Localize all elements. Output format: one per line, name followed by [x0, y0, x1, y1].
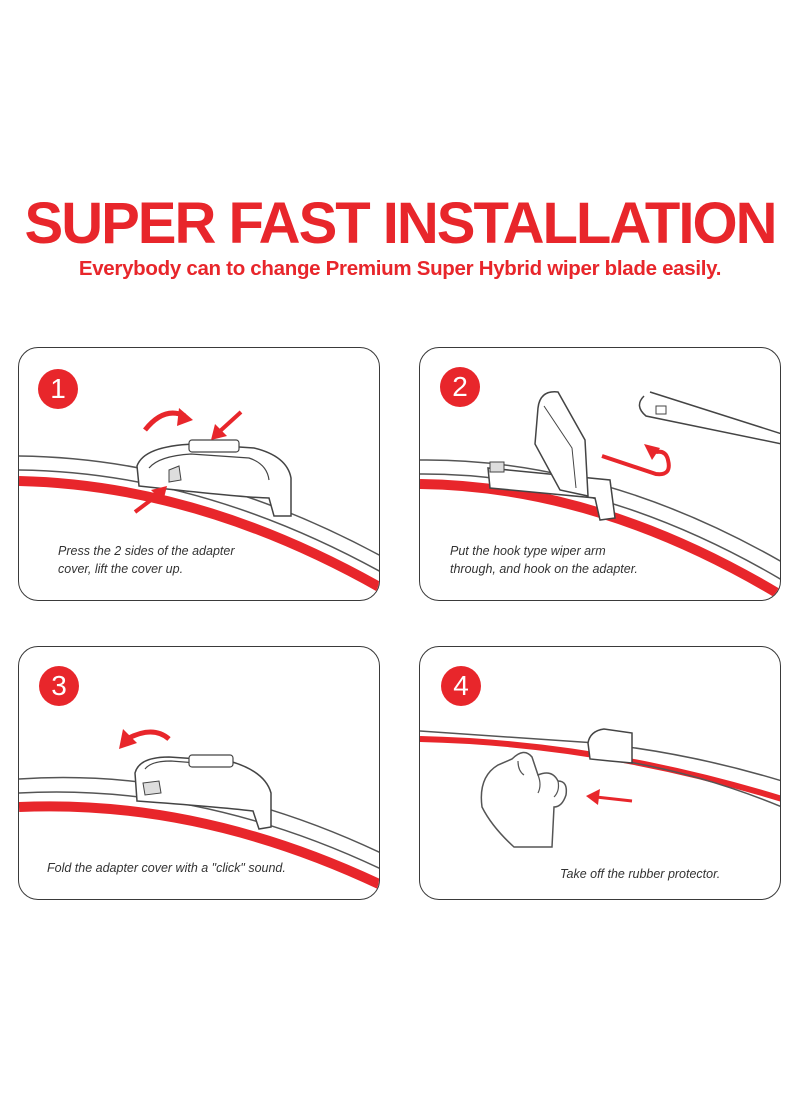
step-1-panel: 1 Press the 2 sides of the adapter cover… [18, 347, 380, 601]
step-1-caption-line-2: cover, lift the cover up. [58, 562, 184, 576]
page-title: SUPER FAST INSTALLATION [24, 191, 778, 256]
step-2-illustration [420, 391, 780, 600]
step-3-number-badge: 3 [39, 666, 79, 706]
step-4-illustration [420, 728, 780, 848]
step-2-panel: 2 Put the hook type wiper arm through, a… [419, 347, 781, 601]
step-1-caption: Press the 2 sides of the adapter cover, … [58, 542, 235, 578]
step-3-illustration [19, 729, 379, 890]
step-2-number-badge: 2 [440, 367, 480, 407]
page-subtitle: Everybody can to change Premium Super Hy… [78, 257, 722, 280]
step-4-caption-line-1: Take off the rubber protector. [560, 867, 721, 881]
step-4-caption: Take off the rubber protector. [560, 865, 720, 883]
step-4-panel: 4 Take off the rubber protector. [419, 646, 781, 900]
step-1-caption-line-1: Press the 2 sides of the adapter [58, 544, 235, 558]
step-1-illustration [19, 408, 379, 593]
step-2-caption: Put the hook type wiper arm through, and… [450, 542, 638, 578]
step-3-panel: 3 Fold the adapter cover with a "click" … [18, 646, 380, 900]
step-2-caption-line-1: Put the hook type wiper arm [450, 544, 606, 558]
step-3-caption-line-1: Fold the adapter cover with a "click" so… [47, 861, 286, 875]
step-4-number-badge: 4 [441, 666, 481, 706]
step-1-number-badge: 1 [38, 369, 78, 409]
step-3-caption: Fold the adapter cover with a "click" so… [47, 859, 286, 877]
step-2-caption-line-2: through, and hook on the adapter. [450, 562, 638, 576]
